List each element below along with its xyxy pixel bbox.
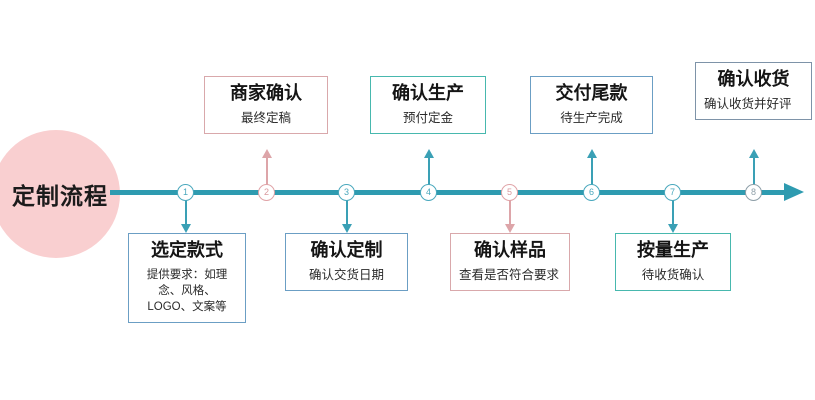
step-box-2[interactable]: 商家确认 最终定稿 [204, 76, 328, 135]
connector-line-4 [428, 157, 430, 186]
step-box-4[interactable]: 确认生产 预付定金 [370, 76, 486, 135]
step-box-8[interactable]: 确认收货 确认收货并好评 [695, 62, 812, 121]
step-box-6-subtitle: 待生产完成 [560, 110, 623, 125]
timeline-node-2-number: 2 [263, 187, 269, 197]
timeline-node-7[interactable]: 7 [664, 184, 681, 201]
connector-arrow-4-icon [424, 149, 434, 158]
step-box-1-title: 选定款式 [151, 240, 223, 260]
connector-line-8 [753, 157, 755, 186]
connector-line-7 [672, 195, 674, 225]
step-box-2-title: 商家确认 [230, 83, 302, 103]
step-box-8-title: 确认收货 [717, 69, 790, 89]
step-box-7-title: 按量生产 [637, 240, 709, 260]
timeline-node-7-number: 7 [669, 187, 675, 197]
timeline-arrow-icon [784, 183, 804, 201]
connector-line-6 [591, 157, 593, 186]
connector-arrow-8-icon [749, 149, 759, 158]
step-box-4-subtitle: 预付定金 [402, 110, 453, 125]
step-box-3-subtitle: 确认交货日期 [308, 267, 384, 282]
connector-line-2 [266, 157, 268, 186]
connector-arrow-3-icon [342, 224, 352, 233]
connector-arrow-7-icon [668, 224, 678, 233]
step-box-2-subtitle: 最终定稿 [240, 110, 291, 125]
timeline-node-6-number: 6 [588, 187, 594, 197]
timeline-node-4-number: 4 [425, 187, 431, 197]
connector-arrow-2-icon [262, 149, 272, 158]
connector-arrow-5-icon [505, 224, 515, 233]
timeline-node-1-number: 1 [182, 187, 188, 197]
step-box-5-subtitle: 查看是否符合要求 [459, 267, 560, 282]
step-box-1[interactable]: 选定款式 提供要求：如理念、风格、LOGO、文案等 [128, 233, 246, 323]
start-node-label: 定制流程 [12, 183, 108, 209]
step-box-4-title: 确认生产 [392, 83, 464, 103]
connector-line-1 [185, 195, 187, 225]
connector-line-5 [509, 195, 511, 225]
step-box-6-title: 交付尾款 [555, 83, 628, 103]
connector-arrow-1-icon [181, 224, 191, 233]
timeline-node-3[interactable]: 3 [338, 184, 355, 201]
step-box-1-subtitle: 提供要求：如理念、风格、LOGO、文案等 [146, 268, 228, 313]
timeline-node-8[interactable]: 8 [745, 184, 762, 201]
timeline-node-8-number: 8 [750, 187, 756, 197]
timeline-node-4[interactable]: 4 [420, 184, 437, 201]
step-box-5[interactable]: 确认样品 查看是否符合要求 [450, 233, 570, 292]
connector-line-3 [346, 195, 348, 225]
step-box-3-title: 确认定制 [310, 240, 383, 260]
step-box-8-subtitle: 确认收货并好评 [704, 96, 792, 111]
start-node-circle: 定制流程 [0, 130, 120, 258]
timeline-node-5[interactable]: 5 [501, 184, 518, 201]
step-box-7[interactable]: 按量生产 待收货确认 [615, 233, 731, 292]
timeline-node-3-number: 3 [343, 187, 349, 197]
step-box-5-title: 确认样品 [474, 240, 546, 260]
timeline-node-6[interactable]: 6 [583, 184, 600, 201]
timeline-node-2[interactable]: 2 [258, 184, 275, 201]
timeline-axis [110, 190, 788, 195]
timeline-node-5-number: 5 [506, 187, 512, 197]
step-box-3[interactable]: 确认定制 确认交货日期 [285, 233, 408, 292]
step-box-7-subtitle: 待收货确认 [641, 267, 705, 282]
timeline-node-1[interactable]: 1 [177, 184, 194, 201]
step-box-6[interactable]: 交付尾款 待生产完成 [530, 76, 653, 135]
connector-arrow-6-icon [587, 149, 597, 158]
